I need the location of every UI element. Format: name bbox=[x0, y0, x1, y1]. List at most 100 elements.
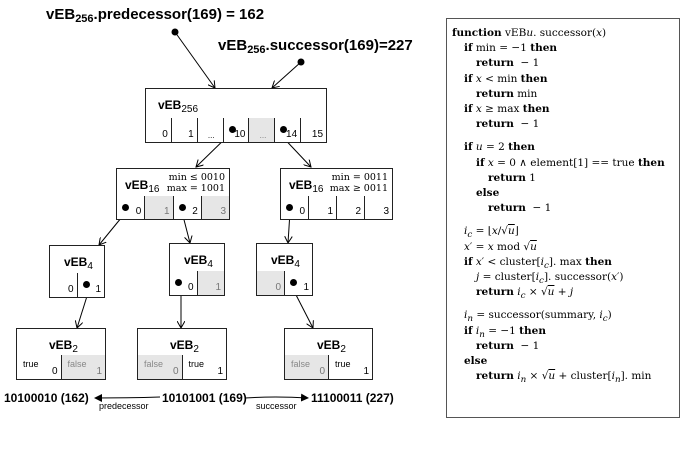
element-value: false bbox=[291, 359, 311, 369]
pseudocode-line: if x < min then bbox=[464, 72, 548, 85]
pseudocode-line: return − 1 bbox=[476, 339, 540, 352]
cell-index: 0 bbox=[299, 206, 305, 217]
cluster-cell: 0 bbox=[257, 271, 285, 295]
element-cell: false 0 bbox=[138, 355, 183, 379]
pseudocode-line: if in = −1 then bbox=[464, 324, 546, 340]
successor-arrow-label: successor bbox=[256, 401, 297, 411]
title-base: vEB bbox=[46, 6, 76, 23]
cell-index: 2 bbox=[192, 206, 198, 217]
node-label: vEB4 bbox=[184, 253, 213, 270]
pointer-dot-icon bbox=[175, 279, 182, 286]
cluster-cell: 1 bbox=[197, 271, 224, 295]
pseudocode-line: else bbox=[464, 355, 488, 367]
predecessor-arrow-label: predecessor bbox=[99, 401, 149, 411]
node-header: vEB2 bbox=[285, 329, 372, 357]
pseudocode-line: return − 1 bbox=[476, 57, 540, 70]
pseudocode-line: return ic × √u + j bbox=[476, 286, 574, 302]
cluster-cell: 0 bbox=[146, 118, 172, 142]
cluster-cell: 1 bbox=[145, 196, 174, 219]
pointer-dot-icon bbox=[286, 203, 293, 211]
cluster-cell: 3 bbox=[365, 196, 392, 219]
title-text: .successor(169)=227 bbox=[265, 37, 413, 54]
successor-arrow bbox=[244, 393, 309, 402]
successor-query-title: vEB256.successor(169)=227 bbox=[218, 37, 413, 56]
cluster-cell: 0 bbox=[170, 271, 198, 295]
node-label: vEB2 bbox=[317, 338, 346, 355]
node-label: vEB4 bbox=[64, 255, 93, 272]
node-label: vEB16 bbox=[125, 178, 160, 195]
title-sub: 256 bbox=[247, 44, 266, 56]
pointer-dot-icon bbox=[122, 203, 129, 211]
cell-index: 10 bbox=[234, 129, 246, 140]
cell-index: 0 bbox=[135, 206, 142, 217]
cell-index: 15 bbox=[311, 129, 324, 140]
cell-index: 0 bbox=[67, 284, 74, 295]
cell-index: 1 bbox=[95, 284, 101, 295]
succ-query-line bbox=[272, 61, 302, 88]
pointer-dot-icon bbox=[290, 279, 297, 286]
node-header: vEB2 bbox=[138, 329, 226, 357]
pointer-dot-icon bbox=[178, 203, 186, 211]
cluster-cell: 1 bbox=[285, 271, 312, 295]
cluster-cell: 1 bbox=[77, 273, 104, 297]
pseudocode-line: else bbox=[476, 187, 500, 199]
cell-index: 1 bbox=[188, 129, 194, 140]
cluster-cell: 0 bbox=[117, 196, 146, 219]
title-sub: 256 bbox=[75, 13, 94, 25]
pseudocode-line: function vEBu. successor(x) bbox=[452, 27, 607, 39]
cluster-cell: 15 bbox=[301, 118, 327, 142]
cluster-cell: 14 bbox=[275, 118, 302, 142]
title-text: .predecessor(169) = 162 bbox=[93, 6, 265, 23]
title-base: vEB bbox=[218, 37, 248, 54]
right4-to-right2 bbox=[293, 290, 313, 328]
cell-index: 1 bbox=[215, 282, 221, 293]
cell-index: 3 bbox=[383, 206, 389, 217]
element-value: true bbox=[335, 359, 351, 369]
element-value: true bbox=[23, 359, 39, 369]
node-label: vEB2 bbox=[49, 338, 78, 355]
pointer-dot-icon bbox=[228, 126, 236, 133]
element-value: false bbox=[144, 359, 164, 369]
cluster-cell: 3 bbox=[201, 196, 229, 219]
cell-index: 2 bbox=[355, 206, 361, 217]
cell-index: 3 bbox=[220, 206, 226, 217]
node-header: vEB4 bbox=[257, 244, 312, 273]
cell-index: 0 bbox=[172, 366, 179, 377]
cell-index: 1 bbox=[163, 206, 170, 217]
left4-to-left2 bbox=[77, 292, 89, 328]
pseudocode-line: return 1 bbox=[488, 171, 536, 184]
cell-index: 1 bbox=[217, 366, 223, 377]
cell-index: 1 bbox=[303, 282, 309, 293]
query-value: 10101001 (169) bbox=[162, 391, 247, 405]
pseudocode-line: return − 1 bbox=[476, 118, 540, 131]
pseudocode-line: ic = ⌊x/√u⌋ bbox=[464, 225, 519, 241]
cluster-cell: 10 bbox=[223, 118, 250, 142]
node-header: vEB4 bbox=[50, 246, 104, 275]
node-header: vEB4 bbox=[170, 244, 224, 273]
cluster-cells: 0 1 2 3 bbox=[117, 196, 229, 219]
pseudocode-line: x′ = x mod √u bbox=[464, 240, 537, 253]
pseudocode-line: j = cluster[ic]. successor(x′) bbox=[476, 271, 624, 287]
cluster-cell: 1 bbox=[171, 118, 198, 142]
cell-index: 0 bbox=[51, 366, 58, 377]
pseudocode-line: return in × √u + cluster[in]. min bbox=[476, 370, 652, 386]
veb4-node-right: vEB4 0 1 bbox=[256, 243, 313, 296]
predecessor-result: 10100010 (162) bbox=[4, 391, 89, 405]
